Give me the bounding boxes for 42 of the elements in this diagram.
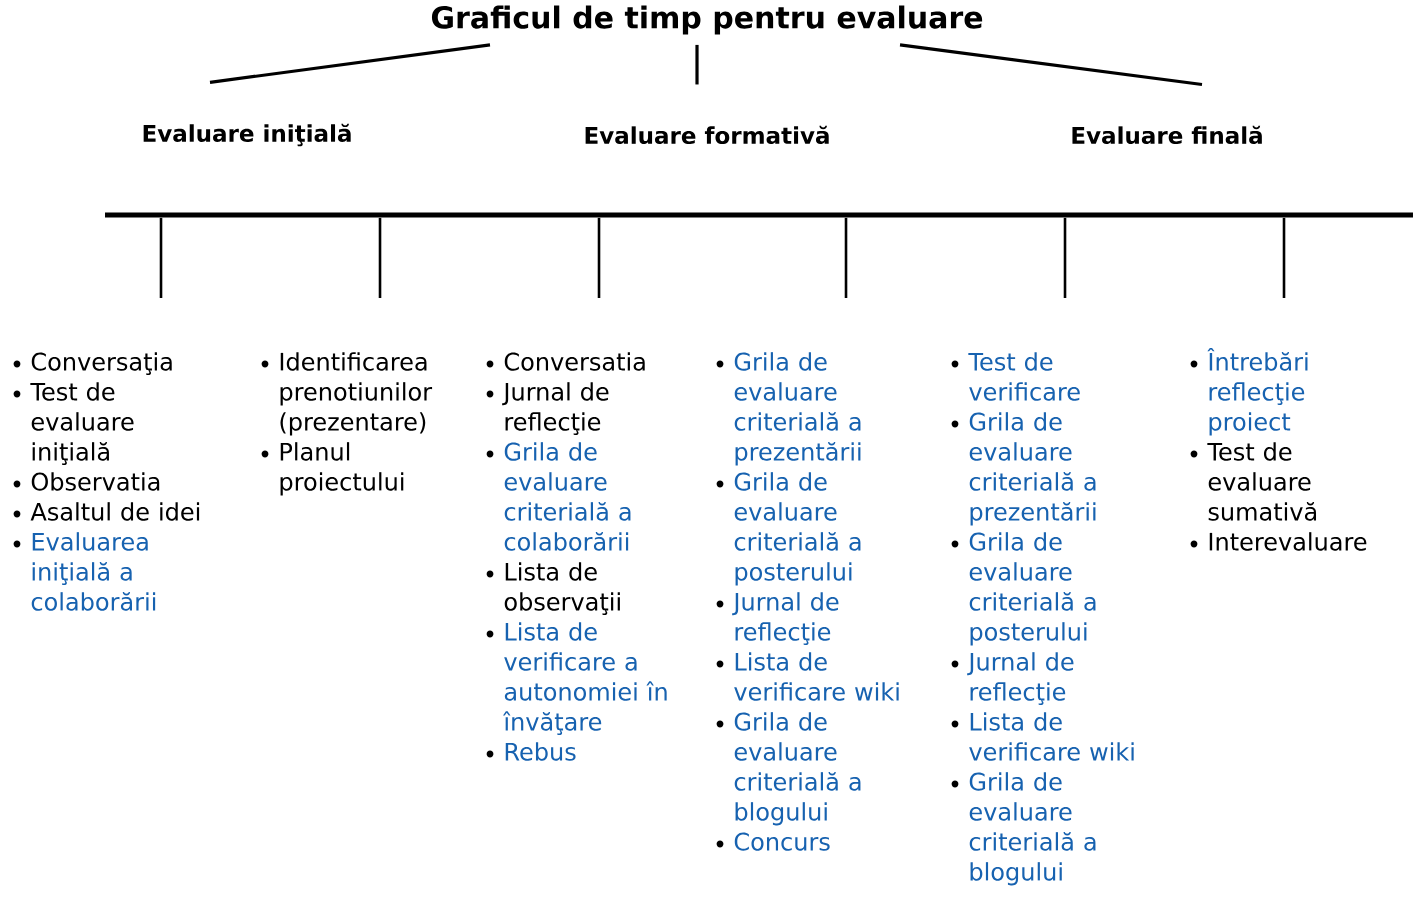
list-item: Grila de evaluare criterială a prezentării <box>734 352 861 466</box>
connector-line <box>1282 217 1286 298</box>
list-item: Interevaluare <box>1209 532 1367 551</box>
phase-heading: Evaluare iniţială <box>143 123 351 147</box>
phase-heading: Evaluare finală <box>1072 125 1262 145</box>
list-item: Conversaţia <box>31 352 172 376</box>
list-item: Planul proiectului <box>280 442 404 496</box>
list-item: Test de evaluare iniţială <box>30 382 134 466</box>
list-item: Jurnal de reflecţie <box>732 592 839 646</box>
list-item: Grila de evaluare criterială a prezentării <box>969 412 1096 526</box>
list-item: Test de evaluare sumativă <box>1207 442 1316 521</box>
list-item: Lista de observaţii <box>504 562 620 616</box>
list-item: Identificarea prenotiunilor (prezentare) <box>280 352 433 436</box>
list-item: Lista de verificare wiki <box>969 712 1134 761</box>
connector-line <box>597 217 601 298</box>
connector-line <box>695 44 699 85</box>
connector-line <box>378 217 382 298</box>
list-item: Întrebări reflecţie proiect <box>1207 348 1308 436</box>
list-item: Grila de evaluare criterială a blogului <box>734 712 861 826</box>
list-item: Grila de evaluare criterială a blogului <box>969 772 1096 886</box>
list-item: Evaluarea iniţială a colaborării <box>31 532 156 611</box>
list-item: Rebus <box>505 742 576 761</box>
list-item: Test de verificare <box>968 352 1080 401</box>
list-item: Grila de evaluare criterială a posterului <box>734 472 861 586</box>
list-item: Asaltul de idei <box>30 502 200 521</box>
list-item: Jurnal de reflecţie <box>967 652 1074 706</box>
list-item: Concurs <box>734 832 830 851</box>
list-item: Lista de verificare a autonomiei în învăţare <box>503 622 667 736</box>
phase-heading: Evaluare formativă <box>585 125 829 145</box>
list-item: Observatia <box>31 472 160 491</box>
list-item: Grila de evaluare criterială a colaborării <box>504 442 631 551</box>
timeline-bar <box>105 212 1413 218</box>
connector-line <box>159 217 163 298</box>
connector-line <box>844 217 848 298</box>
title: Graficul de timp pentru evaluare <box>431 5 983 35</box>
list-item: Conversatia <box>504 352 645 371</box>
connector-line <box>1063 217 1067 298</box>
list-item: Lista de verificare wiki <box>734 652 899 701</box>
connector-line <box>209 43 491 84</box>
list-item: Grila de evaluare criterială a posterului <box>969 532 1096 646</box>
list-item: Jurnal de reflecţie <box>502 382 609 436</box>
connector-line <box>899 43 1203 87</box>
